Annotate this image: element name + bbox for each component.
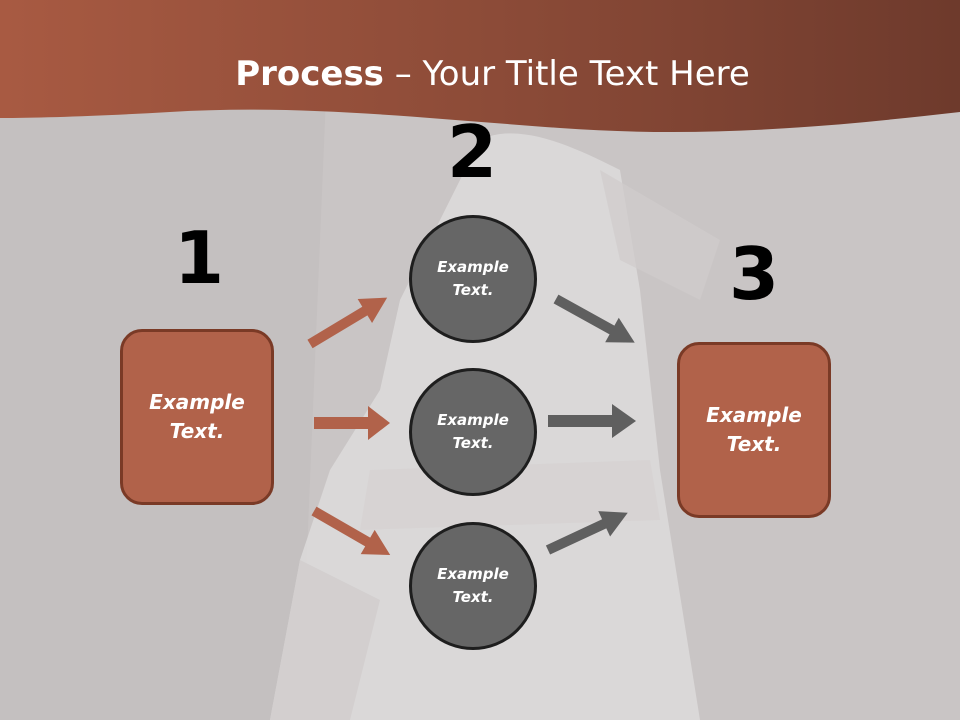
arrow-down-right-right — [553, 294, 635, 343]
arrow-right-left — [314, 406, 390, 440]
arrow-up-right-right — [545, 511, 628, 555]
page-title: Process – Your Title Text Here — [0, 52, 960, 96]
step-number-1: 1 — [173, 216, 225, 300]
header-band — [0, 0, 960, 133]
circle-bottom: Example Text. — [409, 522, 537, 650]
title-rest: – Your Title Text Here — [383, 54, 750, 94]
arrow-down-right-left — [311, 506, 391, 555]
circle-top: Example Text. — [409, 215, 537, 343]
arrow-right-right — [548, 404, 636, 438]
circle-middle: Example Text. — [409, 368, 537, 496]
step-number-3: 3 — [728, 232, 780, 316]
arrow-up-right-left — [307, 297, 388, 349]
step-1-box: Example Text. — [120, 329, 274, 505]
title-bold: Process — [235, 54, 384, 94]
step-3-box: Example Text. — [677, 342, 831, 518]
step-number-2: 2 — [446, 110, 498, 194]
